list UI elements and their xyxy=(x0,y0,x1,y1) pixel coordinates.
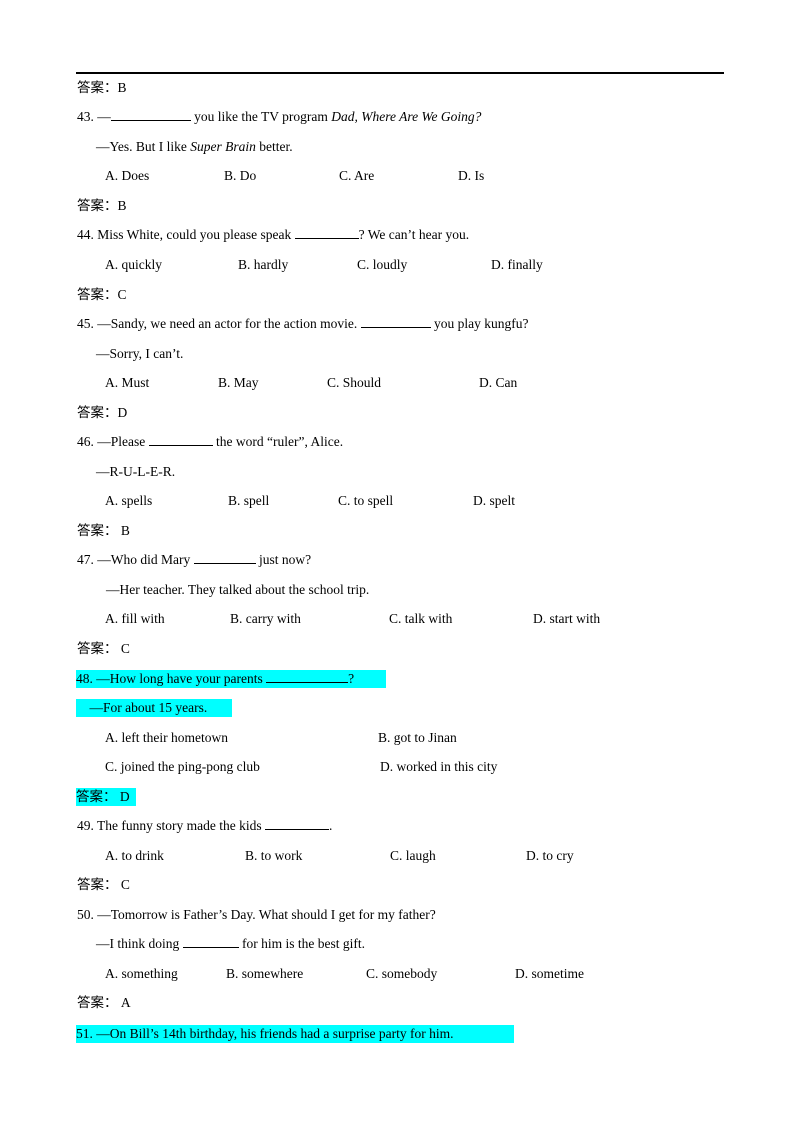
option-44-b: B. hardly xyxy=(238,257,289,272)
option-44-a: A. quickly xyxy=(105,257,162,272)
option-48-a: A. left their hometown xyxy=(105,730,228,745)
header-rule xyxy=(76,72,724,74)
option-49-b: B. to work xyxy=(245,848,303,863)
reply-46: —R-U-L-E-R. xyxy=(96,464,176,479)
option-43-a: A. Does xyxy=(105,168,150,183)
reply-48: —For about 15 years. xyxy=(76,699,232,717)
answer-50: 答案： A xyxy=(77,995,131,1010)
answer-45: 答案：D xyxy=(77,405,128,420)
option-47-d: D. start with xyxy=(533,611,601,626)
option-48-d: D. worked in this city xyxy=(380,759,498,774)
option-46-c: C. to spell xyxy=(338,493,394,508)
option-46-b: B. spell xyxy=(228,493,270,508)
option-43-c: C. Are xyxy=(339,168,375,183)
blank xyxy=(266,670,349,683)
option-50-d: D. sometime xyxy=(515,966,584,981)
question-46: 46. —Please the word “ruler”, Alice. xyxy=(77,433,344,449)
option-44-d: D. finally xyxy=(491,257,543,272)
question-51: 51. —On Bill’s 14th birthday, his friend… xyxy=(76,1025,514,1043)
option-45-b: B. May xyxy=(218,375,259,390)
blank xyxy=(193,551,256,564)
option-49-d: D. to cry xyxy=(526,848,574,863)
option-43-d: D. Is xyxy=(458,168,485,183)
question-45: 45. —Sandy, we need an actor for the act… xyxy=(77,315,529,331)
option-45-c: C. Should xyxy=(327,375,382,390)
option-48-b: B. got to Jinan xyxy=(378,730,457,745)
question-44: 44. Miss White, could you please speak ?… xyxy=(77,226,470,242)
option-44-c: C. loudly xyxy=(357,257,408,272)
option-47-b: B. carry with xyxy=(230,611,301,626)
answer-42: 答案：B xyxy=(77,80,127,95)
question-49: 49. The funny story made the kids . xyxy=(77,817,333,833)
blank xyxy=(182,935,239,948)
reply-45: —Sorry, I can’t. xyxy=(96,346,184,361)
blank xyxy=(148,433,213,446)
blank xyxy=(264,817,329,830)
reply-47: —Her teacher. They talked about the scho… xyxy=(106,582,370,597)
blank xyxy=(294,226,359,239)
option-50-b: B. somewhere xyxy=(226,966,304,981)
option-43-b: B. Do xyxy=(224,168,257,183)
option-48-c: C. joined the ping-pong club xyxy=(105,759,260,774)
option-47-a: A. fill with xyxy=(105,611,165,626)
answer-48: 答案： D xyxy=(76,788,136,806)
answer-46: 答案： B xyxy=(77,523,130,538)
question-50: 50. —Tomorrow is Father’s Day. What shou… xyxy=(77,907,436,922)
answer-49: 答案： C xyxy=(77,877,130,892)
answer-43: 答案：B xyxy=(77,198,127,213)
answer-44: 答案：C xyxy=(77,287,127,302)
question-43: 43. — you like the TV program Dad, Where… xyxy=(77,108,482,124)
option-46-a: A. spells xyxy=(105,493,153,508)
option-50-a: A. something xyxy=(105,966,178,981)
answer-47: 答案： C xyxy=(77,641,130,656)
question-47: 47. —Who did Mary just now? xyxy=(77,551,312,567)
reply-50: —I think doing for him is the best gift. xyxy=(96,935,365,951)
option-49-a: A. to drink xyxy=(105,848,164,863)
blank xyxy=(110,108,191,121)
reply-43: —Yes. But I like Super Brain better. xyxy=(96,139,293,154)
option-47-c: C. talk with xyxy=(389,611,453,626)
question-48: 48. —How long have your parents ? xyxy=(76,670,386,688)
option-45-d: D. Can xyxy=(479,375,518,390)
option-45-a: A. Must xyxy=(105,375,150,390)
option-50-c: C. somebody xyxy=(366,966,438,981)
blank xyxy=(360,315,431,328)
option-49-c: C. laugh xyxy=(390,848,436,863)
option-46-d: D. spelt xyxy=(473,493,515,508)
